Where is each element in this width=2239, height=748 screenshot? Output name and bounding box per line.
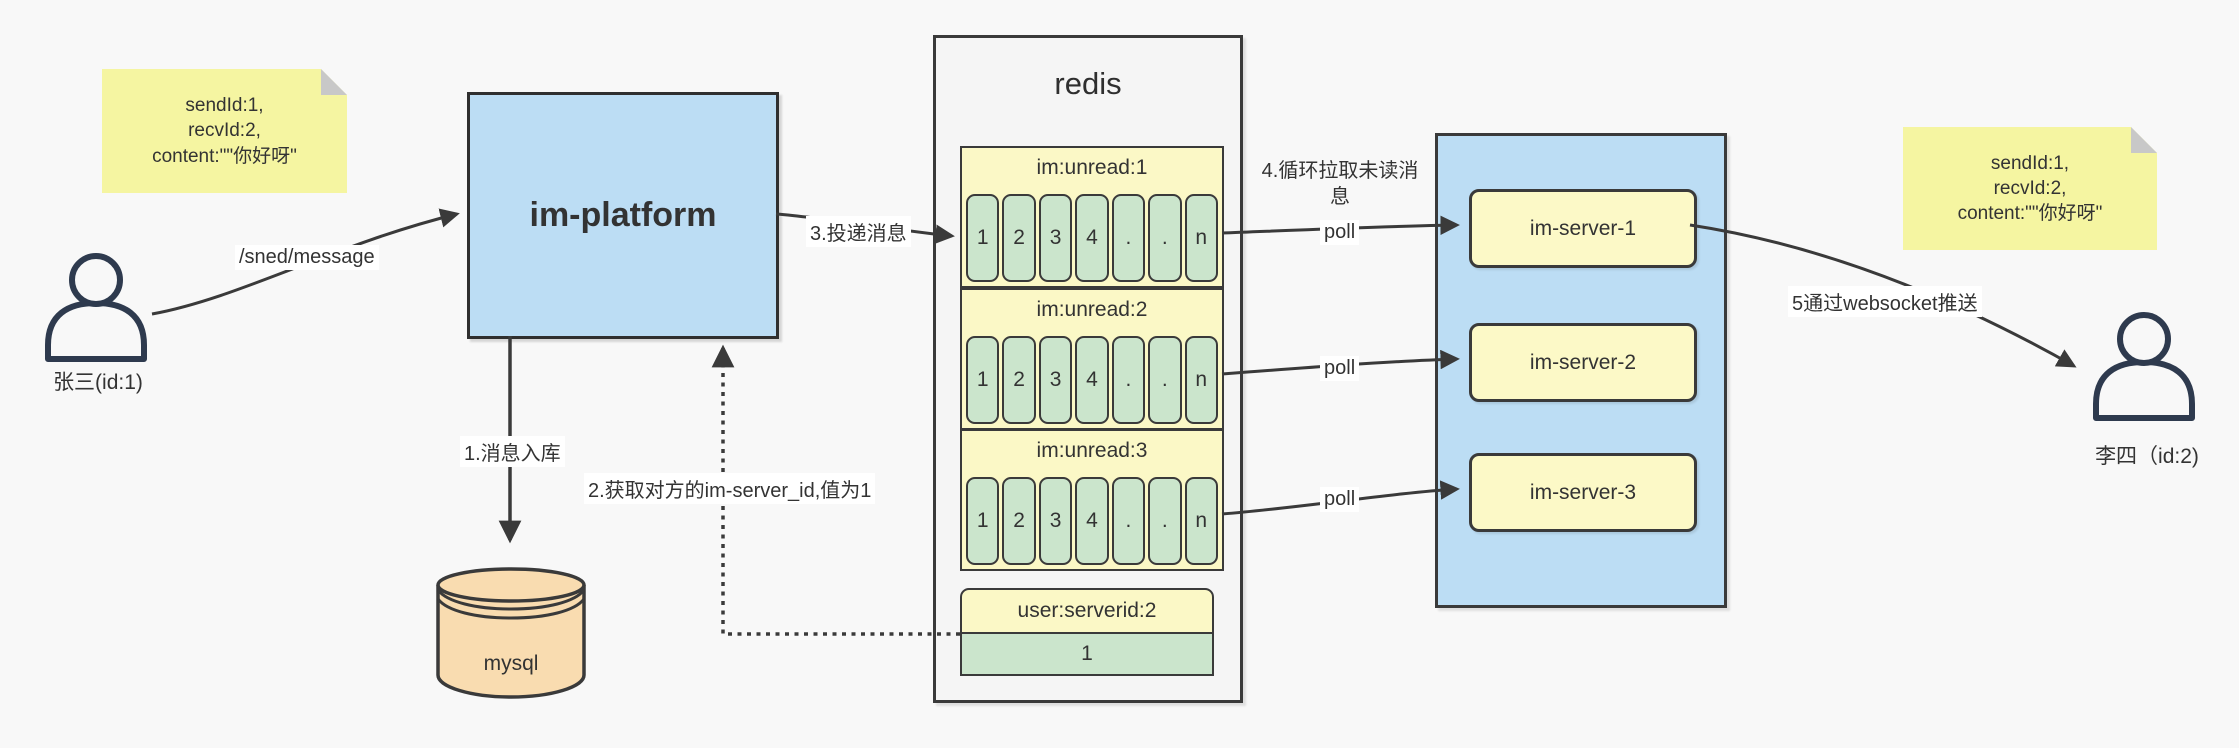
queue-cell: . xyxy=(1111,336,1146,424)
note-line: content:""你好呀" xyxy=(152,145,297,167)
note-line: recvId:2, xyxy=(1993,177,2067,199)
step5-label: 5通过websocket推送 xyxy=(1788,286,1982,317)
poll-label-3: poll xyxy=(1320,487,1360,512)
redis-container: redis im:unread:1 1 2 3 4 . . n im:unrea… xyxy=(933,35,1243,703)
queue-cell: 4 xyxy=(1075,336,1109,424)
im-server-3-node: im-server-3 xyxy=(1469,453,1697,532)
queue-cells: 1 2 3 4 . . n xyxy=(966,194,1218,282)
poll-label-1: poll xyxy=(1320,220,1360,245)
note-line: content:""你好呀" xyxy=(1957,203,2103,225)
im-server-1-label: im-server-1 xyxy=(1529,216,1637,240)
queue-cell: . xyxy=(1148,477,1182,565)
mysql-database-icon xyxy=(436,567,586,699)
queue-cell: n xyxy=(1184,336,1218,424)
queue-cell: 3 xyxy=(1038,194,1073,282)
queue-cell: 2 xyxy=(1002,477,1036,565)
queue-cell: 3 xyxy=(1038,477,1073,565)
im-server-group: im-server-1 im-server-2 im-server-3 xyxy=(1435,133,1727,608)
queue-cell: n xyxy=(1184,477,1218,565)
queue-cells: 1 2 3 4 . . n xyxy=(966,477,1218,565)
step4-label: 4.循环拉取未读消息 xyxy=(1261,160,1419,208)
im-platform-label: im-platform xyxy=(529,196,717,234)
user-sender-icon xyxy=(45,253,147,362)
user-serverid-value: 1 xyxy=(960,634,1214,676)
queue-header: im:unread:1 xyxy=(1036,156,1148,179)
step2-label: 2.获取对方的im-server_id,值为1 xyxy=(584,473,876,504)
queue-cell: 2 xyxy=(1002,336,1036,424)
queue-header: im:unread:2 xyxy=(1036,298,1148,321)
queue-cell: 1 xyxy=(966,477,1000,565)
queue-cell: 4 xyxy=(1075,477,1109,565)
user-serverid-header: user:serverid:2 xyxy=(960,588,1214,634)
note-line: sendId:1, xyxy=(185,95,264,117)
queue-im-unread-2: im:unread:2 1 2 3 4 . . n xyxy=(960,288,1224,430)
queue-cell: 1 xyxy=(966,336,1000,424)
sticky-note-left: sendId:1, recvId:2, content:""你好呀" xyxy=(102,69,347,193)
queue-cell: . xyxy=(1111,477,1146,565)
queue-cell: 2 xyxy=(1002,194,1036,282)
step3-label: 3.投递消息 xyxy=(806,216,911,247)
queue-header: im:unread:3 xyxy=(1036,439,1148,462)
user-receiver-icon xyxy=(2093,312,2195,421)
queue-cell: 3 xyxy=(1038,336,1073,424)
im-server-3-label: im-server-3 xyxy=(1529,480,1637,504)
mysql-label: mysql xyxy=(483,652,539,675)
im-server-1-node: im-server-1 xyxy=(1469,189,1697,268)
im-platform-node: im-platform xyxy=(467,92,779,339)
step1-label: 1.消息入库 xyxy=(460,436,565,467)
queue-cell: 4 xyxy=(1075,194,1109,282)
queue-im-unread-3: im:unread:3 1 2 3 4 . . n xyxy=(960,429,1224,571)
queue-cells: 1 2 3 4 . . n xyxy=(966,336,1218,424)
note-line: recvId:2, xyxy=(188,120,261,142)
note-line: sendId:1, xyxy=(1990,152,2070,174)
queue-cell: . xyxy=(1111,194,1146,282)
user-serverid-node: user:serverid:2 1 xyxy=(960,588,1214,676)
queue-cell: . xyxy=(1148,194,1182,282)
poll-label-2: poll xyxy=(1320,356,1360,381)
queue-cell: n xyxy=(1184,194,1218,282)
im-server-2-label: im-server-2 xyxy=(1529,350,1637,374)
redis-title: redis xyxy=(1054,66,1122,101)
sender-label: 张三(id:1) xyxy=(53,371,143,394)
queue-cell: 1 xyxy=(966,194,1000,282)
send-path-label: /sned/message xyxy=(235,245,379,270)
queue-cell: . xyxy=(1148,336,1182,424)
queue-im-unread-1: im:unread:1 1 2 3 4 . . n xyxy=(960,146,1224,288)
sticky-note-right: sendId:1, recvId:2, content:""你好呀" xyxy=(1903,127,2157,250)
im-server-2-node: im-server-2 xyxy=(1469,323,1697,402)
receiver-label: 李四（id:2) xyxy=(2095,445,2199,468)
